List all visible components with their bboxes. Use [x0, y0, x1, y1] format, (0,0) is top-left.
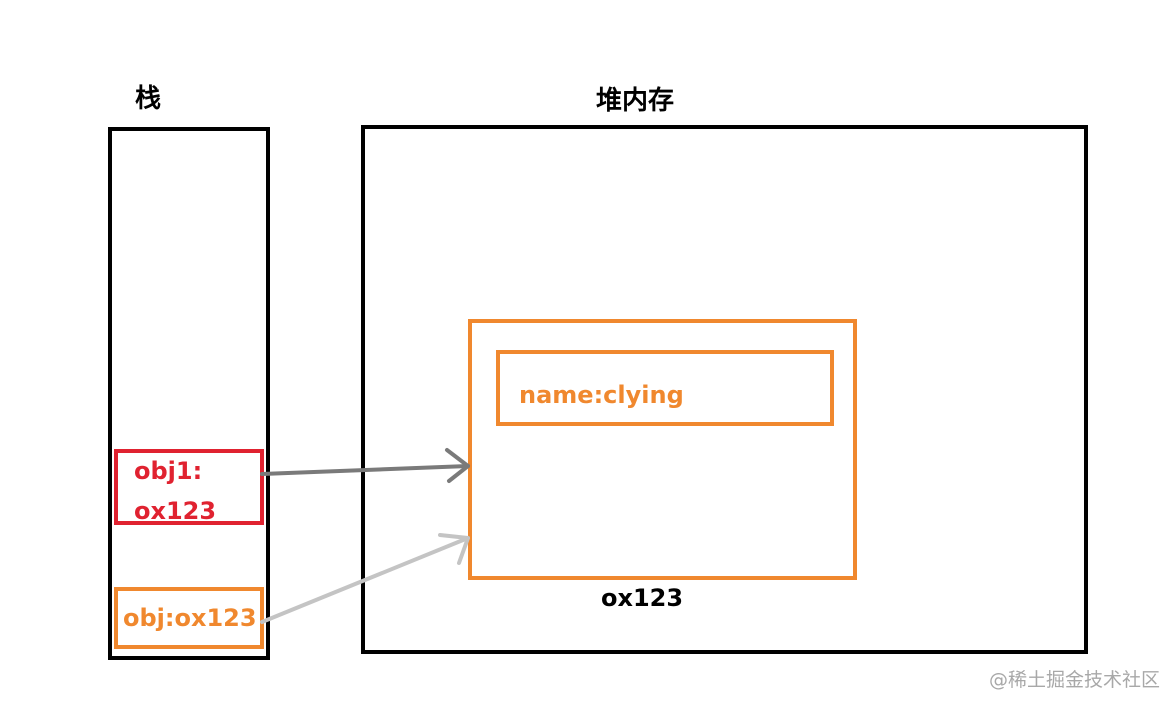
watermark: @稀土掘金技术社区 [989, 669, 1161, 691]
object-property-text: name:clying [519, 381, 684, 409]
object-property-box [496, 350, 834, 426]
obj1-name-text: obj1: [134, 457, 203, 485]
object-address-caption: ox123 [601, 584, 684, 612]
stack-title: 栈 [135, 84, 162, 114]
heap-box [361, 125, 1088, 654]
obj-entry-text: obj:ox123 [123, 604, 257, 632]
heap-object-box [468, 319, 857, 580]
stack-entry-obj [114, 587, 264, 649]
stack-entry-obj1 [114, 449, 264, 525]
obj1-value-text: ox123 [134, 497, 217, 525]
heap-title: 堆内存 [596, 86, 675, 116]
arrow-obj1-to-object [260, 448, 470, 483]
arrow-obj-to-object [260, 533, 470, 624]
stack-box [108, 127, 270, 660]
